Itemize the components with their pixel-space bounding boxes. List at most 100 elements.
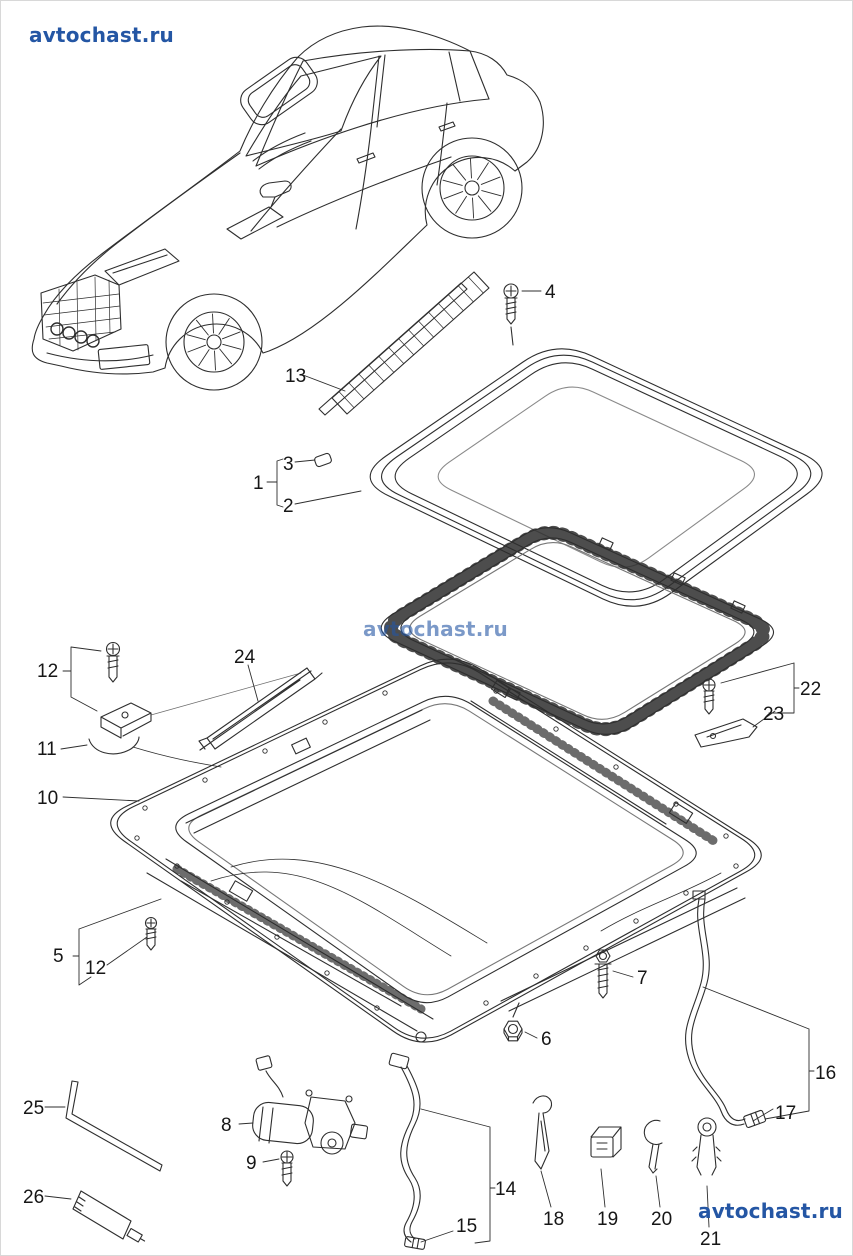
leader-lines — [44, 290, 815, 1244]
part-label-23: 23 — [763, 704, 785, 725]
screw-12-frame — [144, 916, 158, 951]
clip-18 — [532, 1095, 553, 1170]
screw-9 — [280, 1150, 294, 1187]
leader-26 — [44, 1195, 72, 1200]
hex-key-25 — [65, 1080, 163, 1172]
glass-panel-assembly — [369, 348, 823, 607]
part-label-13: 13 — [285, 366, 307, 387]
wind-deflector-net — [318, 271, 490, 416]
part-label-1: 1 — [253, 473, 264, 494]
leader-7 — [612, 970, 634, 978]
leader-13 — [302, 374, 346, 392]
part-label-25: 25 — [23, 1098, 45, 1119]
frame-brackets — [228, 679, 694, 1043]
side-crease — [276, 156, 452, 228]
grille-hatch — [42, 276, 121, 351]
guide-rail-left — [185, 709, 431, 834]
part-label-11: 11 — [37, 739, 57, 760]
part-label-8: 8 — [221, 1115, 232, 1136]
side-mirror — [259, 180, 292, 208]
leader-18 — [540, 1170, 552, 1208]
screw-4 — [503, 283, 519, 346]
license-plate — [97, 344, 151, 370]
bracket-5 — [72, 898, 162, 986]
drive-motor-8 — [252, 1055, 369, 1155]
c-pillar-divider — [448, 51, 461, 102]
part-label-9: 9 — [246, 1153, 257, 1174]
hose-fitting-15 — [404, 1236, 426, 1250]
part-label-19: 19 — [597, 1209, 619, 1230]
leader-8 — [238, 1122, 254, 1125]
part-label-12: 12 — [85, 958, 107, 979]
screw-23 — [702, 678, 716, 715]
part-label-10: 10 — [37, 788, 59, 809]
car-illustration — [31, 25, 544, 391]
part-label-3: 3 — [283, 454, 294, 475]
leader-12-frame — [106, 936, 148, 966]
part-label-20: 20 — [651, 1209, 673, 1230]
frame-screw-holes — [134, 688, 739, 1011]
rear-cross-member — [470, 700, 667, 825]
leader-20 — [655, 1175, 661, 1208]
deflector-blade-24 — [198, 667, 323, 751]
part-label-24: 24 — [234, 647, 256, 668]
bracket-12-top — [62, 646, 102, 712]
frame-hatch-front — [172, 864, 426, 1014]
hood-seam — [115, 152, 241, 245]
rear-wheel — [421, 137, 523, 239]
front-cross-member — [146, 858, 434, 1032]
leader-2 — [294, 490, 362, 505]
front-wheel — [165, 293, 263, 391]
part-label-4: 4 — [545, 282, 556, 303]
headlight-left — [104, 248, 180, 286]
bumper-crease — [46, 352, 154, 362]
door-handles — [356, 121, 456, 164]
hose-fitting-17 — [743, 1109, 767, 1128]
leader-10 — [62, 796, 140, 802]
hood-right-edge — [250, 128, 342, 232]
seal-frame-ring — [380, 528, 775, 735]
nut-6 — [503, 1002, 523, 1042]
roof-sunroof-opening — [240, 56, 318, 126]
bracket-22 — [720, 662, 800, 714]
leader-24 — [247, 664, 259, 702]
part-label-15: 15 — [456, 1216, 478, 1237]
part-label-17: 17 — [775, 1103, 797, 1124]
drain-hose-right — [685, 890, 767, 1128]
bolt-7 — [594, 949, 612, 999]
part-label-7: 7 — [637, 968, 648, 989]
part-label-14: 14 — [495, 1179, 517, 1200]
part-label-2: 2 — [283, 496, 294, 517]
bracket-14 — [420, 1108, 496, 1244]
part-label-21: 21 — [700, 1229, 722, 1250]
clip-19 — [590, 1126, 622, 1158]
audi-rings — [50, 322, 100, 348]
part-label-5: 5 — [53, 946, 64, 967]
slider-bracket-23 — [694, 718, 758, 748]
fender-crease — [56, 243, 117, 305]
screw-12-top — [105, 641, 121, 683]
part-label-22: 22 — [800, 679, 822, 700]
wiper-lines — [252, 132, 312, 170]
leader-19 — [600, 1168, 606, 1208]
part-label-26: 26 — [23, 1187, 45, 1208]
headlight-right — [226, 206, 284, 240]
leader-11 — [60, 744, 88, 750]
frame-assembly — [110, 658, 762, 1043]
side-glass — [255, 48, 490, 167]
hinge-bracket-11 — [88, 672, 302, 768]
leader-15 — [420, 1230, 454, 1243]
part-label-18: 18 — [543, 1209, 565, 1230]
clip-21 — [691, 1117, 722, 1176]
part-label-12: 12 — [37, 661, 59, 682]
leader-17 — [752, 1108, 774, 1122]
sealant-tube-26 — [72, 1190, 146, 1243]
bracket-1 — [266, 458, 284, 508]
grille — [40, 274, 122, 352]
bracket-16 — [702, 986, 815, 1120]
glass-clip-3 — [314, 452, 332, 468]
b-pillar — [370, 54, 386, 130]
door-seams — [355, 102, 448, 230]
